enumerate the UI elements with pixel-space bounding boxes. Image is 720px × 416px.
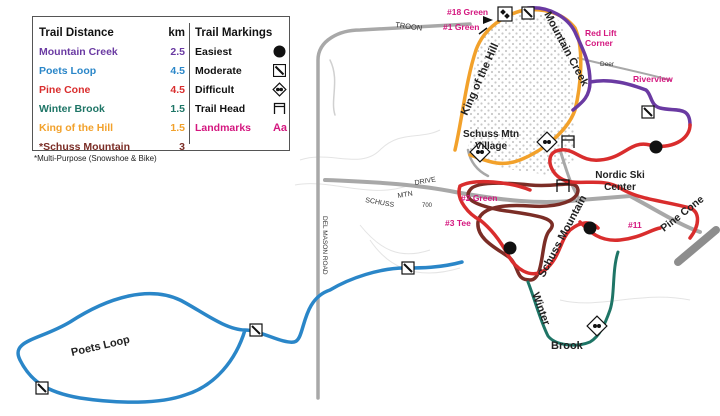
hole11-label: #11 bbox=[628, 220, 642, 230]
legend-footnote: *Multi-Purpose (Snowshoe & Bike) bbox=[34, 154, 157, 163]
legend-row-pine-cone: Pine Cone 4.5 bbox=[39, 80, 185, 99]
landmark-symbol: Aa bbox=[272, 121, 287, 134]
marking-label: Easiest bbox=[195, 45, 232, 58]
trail-name: Poets Loop bbox=[39, 64, 97, 77]
drive-label-3: DRIVE bbox=[414, 176, 437, 187]
del-mason-road bbox=[316, 22, 472, 400]
marking-easiest: Easiest bbox=[195, 42, 287, 61]
trail-markers bbox=[35, 6, 663, 395]
legend-row-poets-loop: Poets Loop 4.5 bbox=[39, 61, 185, 80]
easiest-marker bbox=[649, 140, 663, 154]
green18-label: #18 Green bbox=[447, 7, 488, 17]
tee3-label: #3 Tee bbox=[445, 218, 471, 228]
trail-markings-title: Trail Markings bbox=[195, 26, 273, 39]
trail-name: Winter Brook bbox=[39, 102, 105, 115]
road-700-label: 700 bbox=[422, 203, 433, 209]
green1-label: #1 Green bbox=[443, 22, 479, 32]
trail-km: 3 bbox=[179, 140, 185, 153]
del-mason-road-label: DEL MASON ROAD bbox=[321, 216, 328, 275]
legend-row-schuss-mountain: *Schuss Mountain 3 bbox=[39, 137, 185, 156]
moderate-marker bbox=[401, 261, 415, 275]
drive-label-2: MTN bbox=[397, 190, 413, 200]
marking-label: Trail Head bbox=[195, 102, 246, 115]
difficult-icon bbox=[271, 82, 287, 98]
legend-divider bbox=[189, 23, 190, 144]
trail-name: King of the Hill bbox=[39, 121, 114, 134]
trail-km: 4.5 bbox=[170, 83, 185, 96]
trail-markings-header: Trail Markings bbox=[195, 23, 287, 42]
golf-flag-icon bbox=[478, 16, 493, 35]
trail-name: Pine Cone bbox=[39, 83, 91, 96]
moderate-marker bbox=[249, 323, 263, 337]
trails bbox=[16, 6, 700, 404]
pine-cone-trail bbox=[457, 123, 700, 276]
village-road bbox=[466, 148, 490, 178]
difficult-marker bbox=[469, 141, 491, 163]
schuss-mtn-drive bbox=[323, 178, 702, 234]
moderate-icon bbox=[271, 63, 287, 79]
king-of-the-hill-trail bbox=[453, 7, 583, 166]
trail-km: 4.5 bbox=[170, 64, 185, 77]
difficult-marker bbox=[497, 6, 513, 22]
difficult-marker bbox=[586, 315, 608, 337]
trail-name: Mountain Creek bbox=[39, 45, 118, 58]
km-header: km bbox=[168, 26, 185, 39]
deer-label: Deer bbox=[600, 61, 615, 68]
brook-label: Brook bbox=[551, 340, 584, 352]
terrain-contours bbox=[294, 129, 691, 304]
difficult-marker bbox=[536, 131, 558, 153]
trail-distance-title: Trail Distance bbox=[39, 26, 114, 39]
roads bbox=[316, 22, 720, 400]
trail-markings-column: Trail Markings Easiest Moderate Difficul… bbox=[195, 23, 287, 137]
marking-label: Landmarks bbox=[195, 121, 252, 134]
marking-trail-head: Trail Head bbox=[195, 99, 287, 118]
poets-loop-label: Poets Loop bbox=[70, 334, 131, 359]
moderate-marker bbox=[641, 105, 655, 119]
green2-label: #2 Green bbox=[461, 193, 497, 203]
mountain-creek-trail bbox=[526, 6, 692, 127]
riverview-label: Riverview bbox=[633, 74, 673, 84]
trail-distance-header: Trail Distance km bbox=[39, 23, 185, 42]
nordic-label-2: Center bbox=[604, 182, 636, 193]
village-label-2: Village bbox=[475, 141, 507, 152]
marking-label: Difficult bbox=[195, 83, 235, 96]
poets-loop-trail bbox=[16, 260, 464, 404]
village-label-1: Schuss Mtn bbox=[463, 129, 519, 140]
moderate-marker bbox=[521, 6, 535, 20]
legend-row-winter-brook: Winter Brook 1.5 bbox=[39, 99, 185, 118]
marking-landmarks: Landmarks Aa bbox=[195, 118, 287, 137]
trail-head-marker bbox=[556, 135, 575, 192]
easiest-marker bbox=[503, 241, 517, 255]
trail-head-icon bbox=[271, 101, 287, 117]
trail-distance-column: Trail Distance km Mountain Creek 2.5 Poe… bbox=[39, 23, 185, 156]
legend-row-mountain-creek: Mountain Creek 2.5 bbox=[39, 42, 185, 61]
nordic-label-1: Nordic Ski bbox=[595, 170, 645, 181]
map-legend: Trail Distance km Mountain Creek 2.5 Poe… bbox=[32, 16, 290, 153]
red-lift-corner-label-1: Red Lift bbox=[585, 28, 617, 38]
drive-label-1: SCHUSS bbox=[365, 197, 395, 209]
trail-km: 1.5 bbox=[170, 121, 185, 134]
side-road-upper bbox=[329, 59, 336, 116]
marking-label: Moderate bbox=[195, 64, 242, 77]
trail-name: *Schuss Mountain bbox=[39, 140, 131, 153]
red-lift-corner-label-2: Corner bbox=[585, 38, 614, 48]
trail-km: 1.5 bbox=[170, 102, 185, 115]
marking-difficult: Difficult bbox=[195, 80, 287, 99]
easiest-icon bbox=[271, 44, 287, 60]
moderate-marker bbox=[35, 381, 49, 395]
troon-label: TROON bbox=[395, 20, 423, 33]
trail-km: 2.5 bbox=[170, 45, 185, 58]
legend-row-king-of-the-hill: King of the Hill 1.5 bbox=[39, 118, 185, 137]
winter-label: Winter bbox=[529, 291, 552, 328]
winter-brook-trail bbox=[526, 250, 620, 347]
easiest-marker bbox=[583, 221, 597, 235]
pine-cone-road bbox=[674, 226, 720, 266]
marking-moderate: Moderate bbox=[195, 61, 287, 80]
